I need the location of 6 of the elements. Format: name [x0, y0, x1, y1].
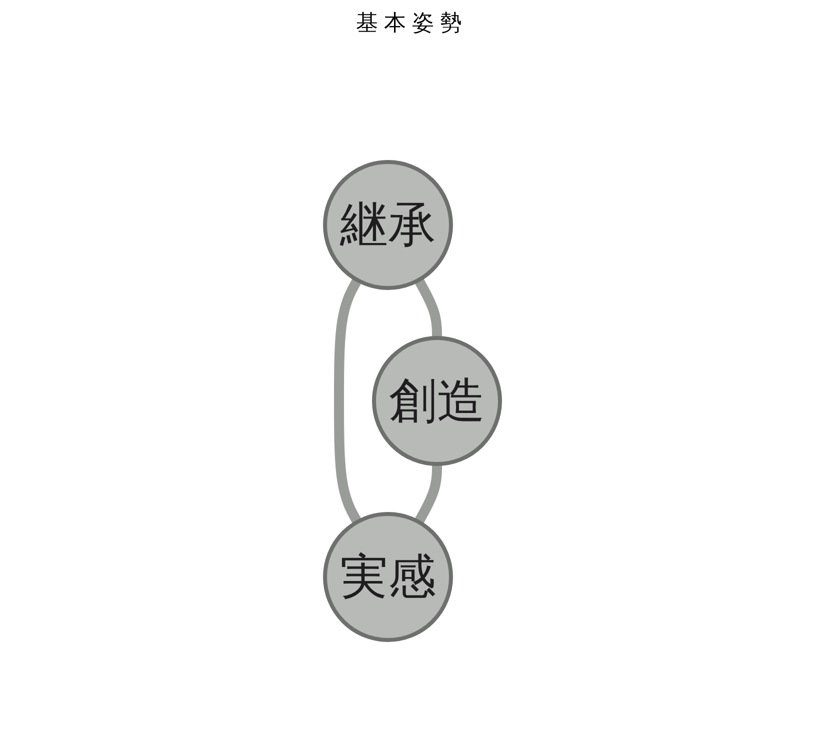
- center-label: 基本姿勢: [356, 11, 468, 36]
- node-circle: 継承: [322, 160, 452, 290]
- node-circle: 創造: [372, 336, 502, 466]
- node-circle: 実感: [322, 512, 452, 642]
- connector: [334, 277, 362, 524]
- connector: [414, 277, 442, 338]
